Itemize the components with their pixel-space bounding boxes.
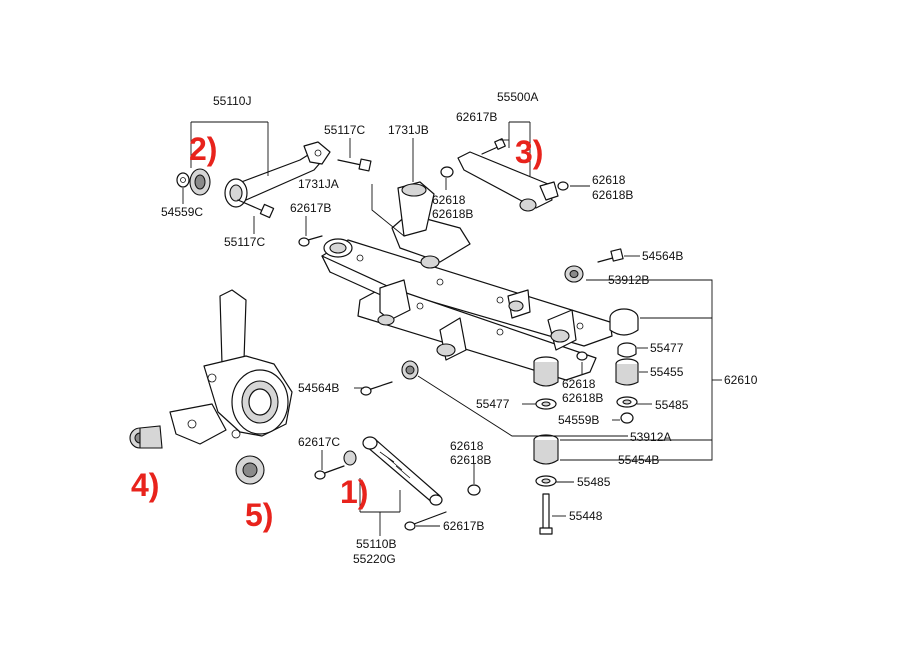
bolt-55117c-lower xyxy=(237,199,275,219)
label-55448: 55448 xyxy=(569,509,603,523)
bushing-53912b xyxy=(564,265,584,283)
label-55485-bottom: 55485 xyxy=(577,475,611,489)
bushing-top-center xyxy=(533,356,559,387)
label-54564B-right: 54564B xyxy=(642,249,683,263)
callout-2: 2) xyxy=(189,131,217,167)
label-55117C-bottom: 55117C xyxy=(224,235,265,249)
label-55477-left: 55477 xyxy=(476,397,510,411)
label-53912A: 53912A xyxy=(630,430,671,444)
nut-54559b xyxy=(620,412,634,424)
washer-55485-top xyxy=(616,396,638,408)
lower-arm xyxy=(362,436,443,506)
knuckle-bushing-4 xyxy=(129,425,163,449)
label-1731JB: 1731JB xyxy=(388,123,429,137)
callout-3: 3) xyxy=(515,134,543,170)
rear-crossmember xyxy=(321,181,639,381)
label-62618B-center: 62618B xyxy=(562,391,603,405)
nut-54559c xyxy=(176,172,190,188)
callout-1: 1) xyxy=(340,474,368,510)
leader-lines xyxy=(182,121,722,536)
upper-arm xyxy=(224,141,331,208)
label-54559B: 54559B xyxy=(558,413,599,427)
label-1731JA: 1731JA xyxy=(298,177,339,191)
label-55477-right: 55477 xyxy=(650,341,684,355)
label-62618B-low: 62618B xyxy=(450,453,491,467)
knuckle-bushing-5 xyxy=(235,455,265,485)
part-labels: 55110J 55500A 62617B 55117C 1731JB 1731J… xyxy=(161,90,758,566)
label-55454B: 55454B xyxy=(618,453,659,467)
label-62618-low: 62618 xyxy=(450,439,484,453)
bolt-54564b-left xyxy=(360,381,393,396)
rear-knuckle xyxy=(169,289,293,445)
mount-55455 xyxy=(615,358,639,386)
label-55500A: 55500A xyxy=(497,90,538,104)
mount-55477-right xyxy=(617,342,637,358)
label-62617B-mid: 62617B xyxy=(290,201,331,215)
bushing-54564b-left xyxy=(401,360,419,380)
label-62618B-top-center: 62618B xyxy=(432,207,473,221)
callout-5: 5) xyxy=(245,497,273,533)
label-55455: 55455 xyxy=(650,365,684,379)
upper-arm-bushing xyxy=(189,168,211,196)
label-62617B-top: 62617B xyxy=(456,110,497,124)
washer-55485-bottom xyxy=(535,475,557,487)
washer-55477-left xyxy=(535,398,557,410)
callout-4: 4) xyxy=(131,467,159,503)
label-62617C: 62617C xyxy=(298,435,340,449)
nut-62618-center xyxy=(576,351,588,361)
bolt-62617b-mid xyxy=(298,235,323,247)
label-62617B-bottom: 62617B xyxy=(443,519,484,533)
bolt-62617b-bot xyxy=(404,511,447,531)
label-53912B: 53912B xyxy=(608,273,649,287)
bolt-62617b-top xyxy=(481,138,506,155)
label-62618-center: 62618 xyxy=(562,377,596,391)
label-54564B-left: 54564B xyxy=(298,381,339,395)
callout-numbers: 1) 2) 3) 4) 5) xyxy=(131,131,543,533)
nut-62618-right-top xyxy=(557,181,569,191)
mount-55454b xyxy=(533,434,559,465)
label-55485-top: 55485 xyxy=(655,398,689,412)
label-62618-top-center: 62618 xyxy=(432,193,466,207)
label-55110J: 55110J xyxy=(213,94,251,108)
label-55220G: 55220G xyxy=(353,552,396,566)
label-55110B: 55110B xyxy=(356,537,396,551)
bolt-54564b-right xyxy=(597,248,624,263)
trailing-arm xyxy=(457,151,559,212)
bolt-55448 xyxy=(539,493,553,535)
nut-62618-low xyxy=(467,484,481,496)
label-62618-right: 62618 xyxy=(592,173,626,187)
bolt-55117c-upper xyxy=(337,158,372,172)
label-55117C-top: 55117C xyxy=(324,123,365,137)
label-54559C: 54559C xyxy=(161,205,203,219)
bushing-lower-arm xyxy=(343,450,357,466)
bolt-62617c xyxy=(314,465,345,480)
label-62618B-right: 62618B xyxy=(592,188,633,202)
nut-62618-center-top xyxy=(440,166,454,178)
label-62610: 62610 xyxy=(724,373,758,387)
